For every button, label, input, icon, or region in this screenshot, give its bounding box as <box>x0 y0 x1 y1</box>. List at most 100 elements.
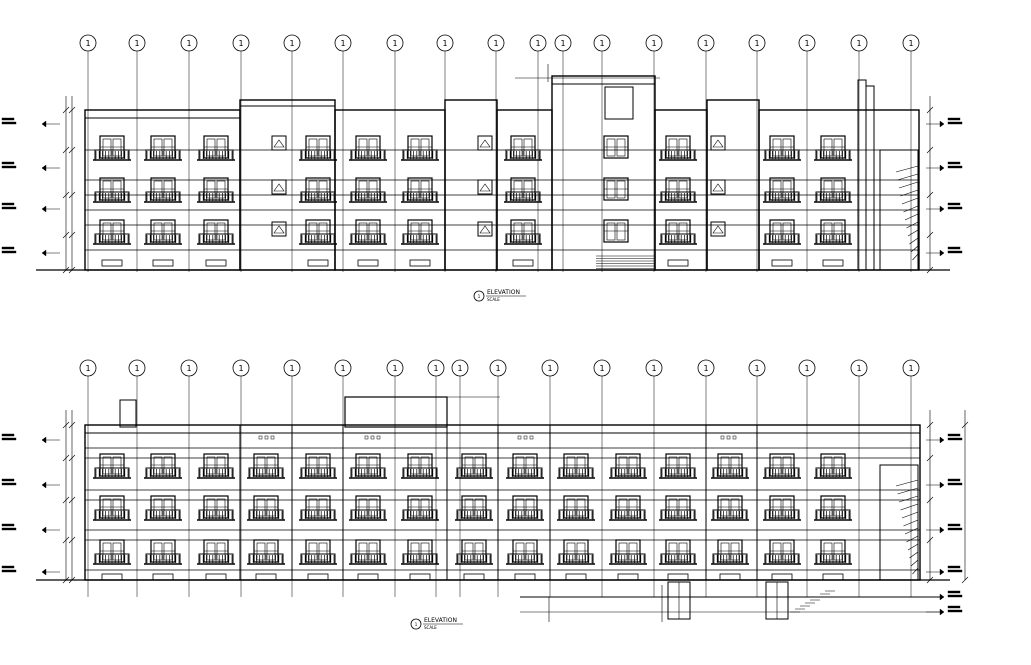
gridline-bubble-label: 1 <box>433 364 438 373</box>
window <box>144 453 182 479</box>
window-pane <box>420 222 430 241</box>
window-pane <box>606 180 616 199</box>
gridline-bubble-label: 1 <box>493 39 498 48</box>
dimension-tick <box>68 421 76 429</box>
gridline-bubble-label: 1 <box>392 39 397 48</box>
window-pane <box>410 542 420 561</box>
window-pane <box>678 138 688 157</box>
basement-vent <box>514 573 536 581</box>
balcony-railing <box>659 467 697 479</box>
window-pane <box>576 498 586 517</box>
balcony-railing <box>401 553 439 565</box>
window-pane <box>678 456 688 475</box>
window <box>349 177 387 203</box>
window-pane <box>464 542 474 561</box>
gridline-bubble-label: 1 <box>599 364 604 373</box>
basement-vent <box>152 259 174 267</box>
balcony-railing <box>144 149 182 161</box>
level-tag <box>947 482 963 486</box>
window <box>93 453 131 479</box>
window <box>401 495 439 521</box>
gridline-bubble-label: 1 <box>442 39 447 48</box>
balcony-railing <box>455 467 493 479</box>
dimension-tick <box>926 191 934 199</box>
small-window-ornament <box>712 225 724 234</box>
dimension-tick <box>68 454 76 462</box>
window <box>557 453 595 479</box>
level-markers <box>1 433 60 576</box>
level-tag <box>947 590 961 594</box>
basement-vent <box>719 573 741 581</box>
window-pane <box>523 138 533 157</box>
dimension-tick <box>68 106 76 114</box>
level-tag <box>1 161 15 165</box>
gridline-bubble-label: 1 <box>289 39 294 48</box>
window-pane <box>474 456 484 475</box>
stair-step <box>910 245 919 253</box>
balcony-railing <box>814 191 852 203</box>
window-pane <box>782 498 792 517</box>
window <box>349 219 387 245</box>
dimension-chain <box>926 410 934 584</box>
window-pane <box>318 456 328 475</box>
title-marker-circle <box>473 290 485 302</box>
level-tag <box>1 437 17 441</box>
window-pane <box>823 138 833 157</box>
roof-vent <box>370 435 375 440</box>
window-pane <box>102 180 112 199</box>
small-window-frame <box>271 221 287 237</box>
window-pane <box>566 542 576 561</box>
dimension-chain <box>926 96 934 274</box>
gridline-bubble-label: 1 <box>804 364 809 373</box>
roof-vent <box>720 435 725 440</box>
window <box>609 495 647 521</box>
stair-step <box>895 479 919 487</box>
balcony-railing <box>455 553 493 565</box>
gridline-bubble-label: 1 <box>908 364 913 373</box>
balcony-railing <box>814 467 852 479</box>
window <box>144 495 182 521</box>
gridline-bubble-label: 1 <box>804 39 809 48</box>
window <box>814 453 852 479</box>
window-pane <box>720 498 730 517</box>
dimension-tick <box>62 576 70 584</box>
stair-step <box>912 567 919 575</box>
window-pane <box>823 542 833 561</box>
stair-step <box>895 165 919 173</box>
window-pane <box>513 222 523 241</box>
window-pane <box>833 456 843 475</box>
window-pane <box>420 138 430 157</box>
window <box>455 495 493 521</box>
balcony-railing <box>144 553 182 565</box>
window <box>814 177 852 203</box>
window <box>504 219 542 245</box>
window-pane <box>772 180 782 199</box>
gridline-bubble-label: 1 <box>85 364 90 373</box>
window-pane <box>678 222 688 241</box>
window-pane <box>318 222 328 241</box>
window <box>299 177 337 203</box>
window-pane <box>266 498 276 517</box>
window <box>299 539 337 565</box>
dimension-tick <box>68 496 76 504</box>
level-tag <box>1 246 15 250</box>
level-tag <box>947 206 963 210</box>
window <box>144 219 182 245</box>
window-pane <box>782 542 792 561</box>
balcony-railing <box>763 509 801 521</box>
window-pane <box>308 456 318 475</box>
window-pane <box>668 138 678 157</box>
stair-step <box>903 519 919 527</box>
window <box>247 539 285 565</box>
gridline-bubble-label: 1 <box>535 39 540 48</box>
window-pane <box>266 542 276 561</box>
level-tag <box>947 433 961 437</box>
window <box>197 219 235 245</box>
window <box>814 219 852 245</box>
window <box>506 495 544 521</box>
window-pane <box>720 542 730 561</box>
window <box>401 135 439 161</box>
